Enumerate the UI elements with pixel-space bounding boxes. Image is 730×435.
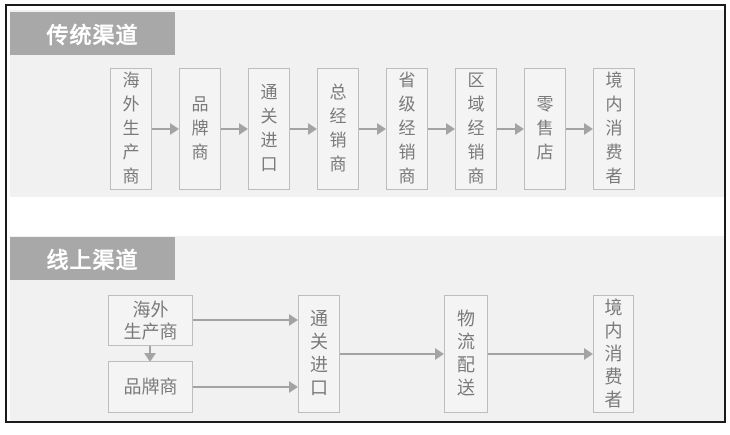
flow-node-brand: 品牌商 — [179, 68, 221, 190]
traditional-flow: 海外生产商 品牌商 通关进口 总经销商 省级经销商 区域经销商 — [110, 68, 635, 190]
arrow-down-icon — [143, 346, 157, 362]
arrow-right-icon — [359, 68, 386, 190]
flow-node-label: 境内消费者 — [604, 297, 623, 410]
arrow-right-icon — [340, 348, 444, 360]
flow-node-logistics-delivery: 物流配送 — [444, 295, 488, 413]
flow-node-label: 品牌商 — [191, 95, 209, 162]
flow-node-label: 零售店 — [536, 95, 554, 162]
flow-node-label: 省级经销商 — [398, 71, 416, 186]
flow-node-label: 品牌商 — [123, 377, 178, 397]
flow-node-label: 总经销商 — [329, 83, 347, 174]
flow-node-retail-store: 零售店 — [524, 68, 566, 190]
flow-node-label: 物流配送 — [457, 309, 475, 398]
arrow-right-icon — [566, 68, 593, 190]
arrow-right-icon — [497, 68, 524, 190]
online-channel-section: 线上渠道 海外 生产商 品牌商 通关进口 物流配送 境内消费者 — [10, 236, 724, 421]
arrow-right-icon — [290, 68, 317, 190]
arrow-right-icon — [152, 68, 179, 190]
arrow-right-icon — [221, 68, 248, 190]
traditional-channel-title: 传统渠道 — [46, 22, 139, 48]
flow-node-label: 海外生产商 — [122, 71, 140, 186]
flow-node-domestic-consumer: 境内消费者 — [593, 68, 635, 190]
flow-node-domestic-consumer: 境内消费者 — [593, 295, 634, 413]
flow-node-label-line2: 生产商 — [123, 321, 178, 342]
flow-node-regional-distributor: 区域经销商 — [455, 68, 497, 190]
flow-node-label: 通关进口 — [260, 83, 278, 174]
flow-node-label: 海外 生产商 — [124, 299, 178, 343]
flow-node-customs-import: 通关进口 — [248, 68, 290, 190]
flow-node-brand: 品牌商 — [108, 361, 193, 413]
flow-node-label: 通关进口 — [310, 309, 328, 398]
flow-node-label: 区域经销商 — [467, 71, 485, 186]
online-channel-header: 线上渠道 — [10, 237, 175, 280]
flow-node-label: 境内消费者 — [605, 71, 623, 186]
flow-node-overseas-manufacturer: 海外生产商 — [110, 68, 152, 190]
arrow-right-icon — [428, 68, 455, 190]
flow-node-overseas-manufacturer: 海外 生产商 — [108, 295, 193, 346]
online-channel-title: 线上渠道 — [46, 247, 139, 273]
flow-node-provincial-distributor: 省级经销商 — [386, 68, 428, 190]
flow-node-general-distributor: 总经销商 — [317, 68, 359, 190]
traditional-channel-header: 传统渠道 — [10, 12, 175, 55]
arrow-right-icon — [488, 348, 593, 360]
flow-node-label-line1: 海外 — [132, 299, 169, 320]
flow-node-customs-import: 通关进口 — [298, 295, 340, 413]
traditional-channel-section: 传统渠道 海外生产商 品牌商 通关进口 总经销商 省级经销商 — [10, 10, 724, 197]
arrow-right-icon — [193, 314, 298, 326]
arrow-right-icon — [193, 381, 298, 393]
